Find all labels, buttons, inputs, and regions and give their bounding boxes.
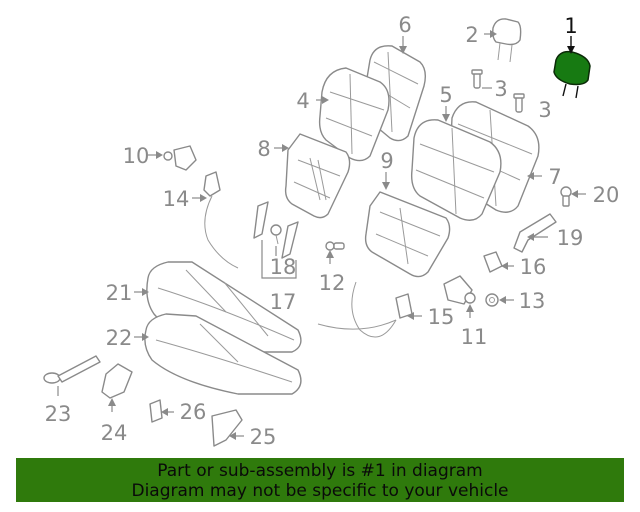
part-16-clip[interactable]: [483, 251, 503, 273]
callout-14[interactable]: 14: [163, 187, 190, 211]
part-26-clip[interactable]: [149, 399, 163, 423]
part-12-bolt[interactable]: [325, 241, 345, 251]
part-4-seatback[interactable]: [318, 67, 390, 162]
callout-5[interactable]: 5: [439, 83, 452, 107]
arrow-1: [567, 46, 575, 54]
callout-17[interactable]: 17: [270, 290, 297, 314]
callout-18[interactable]: 18: [270, 255, 297, 279]
part-18-bolt[interactable]: [270, 224, 282, 245]
callout-11[interactable]: 11: [461, 325, 488, 349]
part-22-seat-cushion[interactable]: [144, 313, 302, 395]
part-3-guide-upper[interactable]: [471, 69, 483, 89]
callout-3-upper[interactable]: 3: [494, 77, 507, 101]
callout-3-lower[interactable]: 3: [538, 98, 551, 122]
callout-25[interactable]: 25: [250, 425, 277, 449]
part-15-cable[interactable]: [317, 281, 413, 338]
part-19-strap[interactable]: [513, 213, 557, 253]
callout-24[interactable]: 24: [101, 421, 128, 445]
callout-22[interactable]: 22: [106, 326, 133, 350]
callout-13[interactable]: 13: [519, 289, 546, 313]
part-25-bracket[interactable]: [211, 409, 243, 447]
callout-9[interactable]: 9: [380, 149, 393, 173]
part-11-hinge[interactable]: [443, 275, 476, 305]
callout-4[interactable]: 4: [296, 89, 309, 113]
callout-19[interactable]: 19: [557, 226, 584, 250]
callout-21[interactable]: 21: [106, 281, 133, 305]
callout-1[interactable]: 1: [564, 14, 577, 38]
part-17-trim-panels[interactable]: [253, 201, 299, 259]
part-10-bracket[interactable]: [163, 145, 197, 171]
callout-6[interactable]: 6: [398, 13, 411, 37]
callout-26[interactable]: 26: [180, 400, 207, 424]
part-2-headrest[interactable]: [492, 18, 522, 63]
part-3-guide-lower[interactable]: [513, 93, 525, 113]
part-9-seatback-frame[interactable]: [364, 191, 451, 278]
part-20-screw[interactable]: [560, 186, 572, 207]
part-14-latch-cable[interactable]: [203, 171, 239, 269]
banner-line-2: Diagram may not be specific to your vehi…: [131, 481, 509, 501]
part-1-headrest[interactable]: [553, 50, 591, 99]
callout-8[interactable]: 8: [257, 137, 270, 161]
callout-16[interactable]: 16: [520, 255, 547, 279]
callout-20[interactable]: 20: [593, 183, 620, 207]
part-5-seatback-front[interactable]: [410, 119, 502, 221]
part-13-nut[interactable]: [485, 293, 499, 307]
callout-15[interactable]: 15: [428, 305, 455, 329]
callout-23[interactable]: 23: [45, 402, 72, 426]
part-8-seatback-frame[interactable]: [284, 133, 351, 219]
part-24-bracket[interactable]: [101, 363, 133, 399]
info-banner: Part or sub-assembly is #1 in diagram Di…: [16, 458, 624, 502]
banner-line-1: Part or sub-assembly is #1 in diagram: [157, 461, 483, 481]
callout-12[interactable]: 12: [319, 271, 346, 295]
callout-10[interactable]: 10: [123, 144, 150, 168]
callout-7[interactable]: 7: [548, 165, 561, 189]
callout-2[interactable]: 2: [465, 23, 478, 47]
part-23-hook[interactable]: [43, 355, 101, 384]
